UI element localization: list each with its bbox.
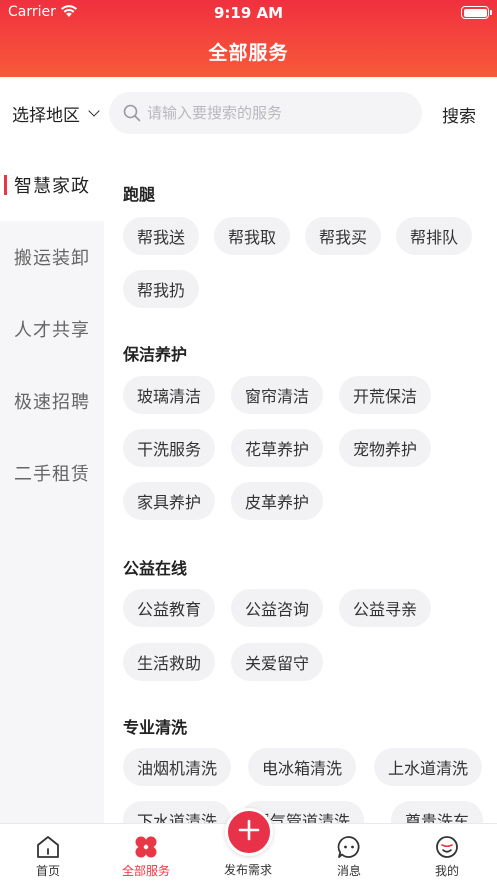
service-tag[interactable]: 开荒保洁 [339,376,432,414]
home-icon [35,834,61,864]
tab-messages-label: 消息 [336,864,361,878]
service-tag[interactable]: 宠物养护 [339,429,432,467]
chevron-down-icon [88,105,100,117]
service-tag[interactable]: 帮我取 [214,217,291,255]
tab-all-services-label: 全部服务 [121,864,170,878]
service-content: 跑腿 帮我送 帮我取 帮我买 帮排队 帮我扔 保洁养护 玻璃清洁 窗帘清洁 开荒… [104,149,497,823]
sidebar-item-rental[interactable]: 二手租赁 [14,464,90,485]
carrier-label: Carrier [8,4,56,20]
service-tag[interactable]: 公益教育 [123,589,216,627]
service-tag[interactable]: 帮我买 [305,217,382,255]
publish-button[interactable] [225,808,273,856]
tab-mine[interactable]: 我的 [397,824,497,883]
search-icon [123,104,141,122]
category-sidebar: 智慧家政 搬运装卸 人才共享 极速招聘 二手租赁 [0,149,104,823]
message-icon [336,834,362,864]
sidebar-item-talent[interactable]: 人才共享 [14,320,90,341]
service-tag[interactable]: 家具养护 [123,482,216,520]
search-box[interactable] [109,92,422,134]
service-tag[interactable]: 帮排队 [396,217,473,255]
service-tag[interactable]: 公益咨询 [231,589,324,627]
service-tag[interactable]: 上水道清洗 [374,748,483,786]
tab-all-services[interactable]: 全部服务 [96,824,196,883]
service-tag[interactable]: 尊贵洗车 [391,801,484,823]
battery-icon [461,6,492,19]
service-tag[interactable]: 花草养护 [231,429,324,467]
sidebar-item-housekeeping[interactable]: 智慧家政 [0,149,104,221]
region-selector[interactable]: 选择地区 [12,101,100,126]
service-tag[interactable]: 关爱留守 [231,643,324,681]
section-title: 公益在线 [123,559,188,578]
tab-home[interactable]: 首页 [0,824,98,883]
status-bar: Carrier 9:19 AM [0,0,497,26]
service-tag[interactable]: 电冰箱清洗 [248,748,357,786]
clock: 9:19 AM [213,4,284,22]
search-row: 选择地区 搜索 [0,77,497,149]
service-tag[interactable]: 皮革养护 [231,482,324,520]
tab-home-label: 首页 [35,864,60,878]
section-title: 保洁养护 [123,345,188,364]
smile-user-icon [434,834,460,864]
service-tag[interactable]: 公益寻亲 [339,589,432,627]
search-input[interactable] [147,104,397,122]
section-title: 专业清洗 [123,718,188,737]
service-tag[interactable]: 干洗服务 [123,429,216,467]
service-tag[interactable]: 玻璃清洁 [123,376,216,414]
plus-icon [238,819,260,845]
publish-label: 发布需求 [223,863,272,877]
page-title: 全部服务 [208,42,289,64]
header: Carrier 9:19 AM 全部服务 [0,0,497,77]
flower-grid-icon [133,834,159,864]
service-tag[interactable]: 帮我扔 [123,270,200,308]
wifi-icon [60,4,78,18]
service-tag[interactable]: 暖气管道清洗 [240,801,365,823]
section-title: 跑腿 [123,185,156,204]
service-tag[interactable]: 下水道清洗 [123,801,232,823]
sidebar-item-recruiting[interactable]: 极速招聘 [14,392,90,413]
service-tag[interactable]: 油烟机清洗 [123,748,232,786]
tab-mine-label: 我的 [434,864,459,878]
search-button[interactable]: 搜索 [442,107,476,127]
sidebar-item-moving[interactable]: 搬运装卸 [14,248,90,269]
service-tag[interactable]: 生活救助 [123,643,216,681]
service-tag[interactable]: 帮我送 [123,217,200,255]
region-label: 选择地区 [12,106,80,126]
service-tag[interactable]: 窗帘清洁 [231,376,324,414]
tab-messages[interactable]: 消息 [299,824,399,883]
